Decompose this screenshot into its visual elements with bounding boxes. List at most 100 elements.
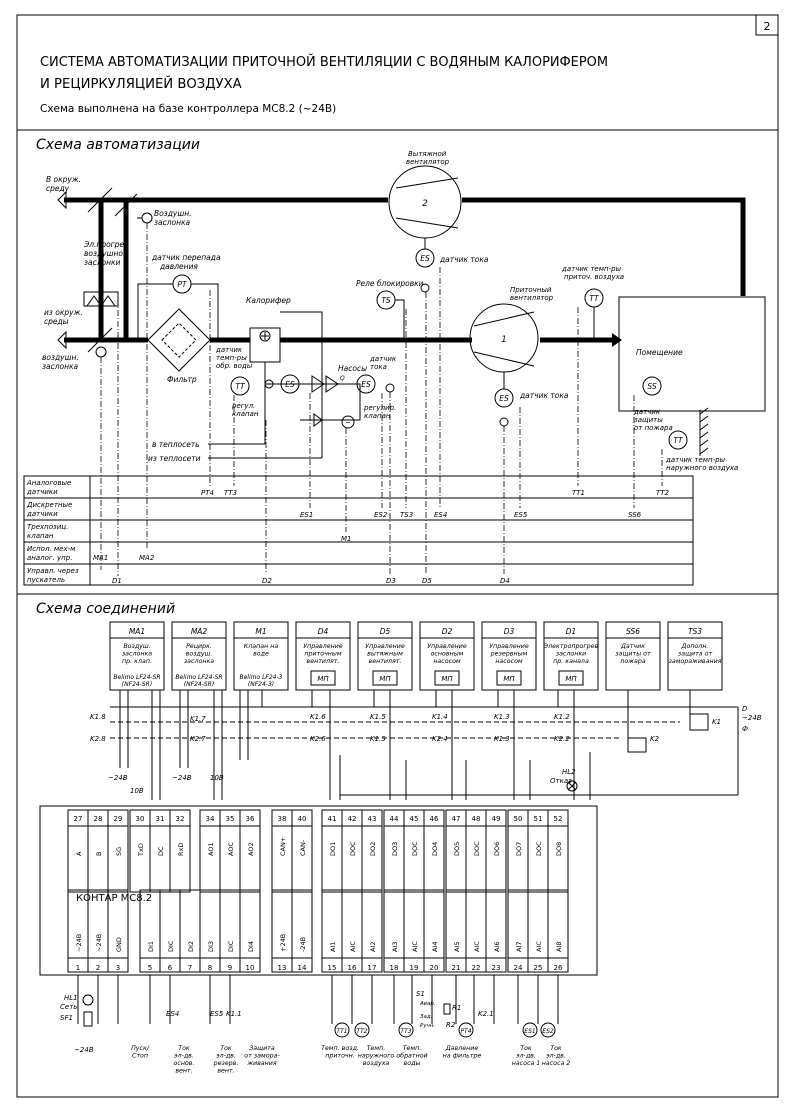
terminal-signal: RxD	[177, 843, 185, 856]
terminal-signal: DOC	[535, 841, 543, 856]
device-tag: D2	[442, 627, 453, 636]
bottom-caption: Защита	[249, 1045, 275, 1052]
filter-icon	[147, 308, 211, 372]
terminal-number: 40	[298, 815, 307, 823]
terminal-signal: AI7	[515, 942, 523, 953]
relay-k27: K2.7	[190, 735, 206, 743]
terminal-number: 9	[228, 964, 232, 972]
terminal-number: 49	[492, 815, 501, 823]
relay-k2-coil	[627, 737, 647, 753]
damper-sensor-label-1: Воздушн.	[154, 209, 192, 218]
row-starter-1: Управл. через	[27, 567, 79, 575]
terminal-signal: DI4	[247, 941, 255, 952]
device-tag: D5	[380, 627, 391, 636]
terminal-signal: AI3	[391, 942, 399, 953]
device-tag: D1	[566, 627, 577, 636]
field-sensor-es1: ES1	[522, 1022, 538, 1038]
terminal-signal: CAN-	[299, 839, 307, 856]
terminal-signal: AI8	[555, 942, 563, 953]
recirc-damper	[114, 193, 138, 217]
to-outside-label-1: В окруж.	[46, 175, 81, 184]
hl1-label: HL1	[64, 994, 78, 1002]
bottom-caption: вент.	[217, 1068, 234, 1075]
relay-k12: K1.2	[554, 713, 570, 721]
terminal-signal: AO1	[207, 842, 215, 856]
terminal-signal: DO7	[515, 842, 523, 856]
field-sensor-es2: ES2	[540, 1022, 556, 1038]
volt-10b: 10В	[210, 774, 224, 782]
relay-k17: K1.7	[190, 715, 206, 723]
terminal-signal: DC	[157, 846, 165, 856]
water-temp-label-3: обр. воды	[216, 362, 253, 370]
relay-k22: K2.2	[554, 735, 570, 743]
device-description: Управление	[303, 643, 343, 650]
starter-label: МП	[503, 675, 515, 683]
line-f: Ф	[742, 725, 748, 733]
device-description: вентилят.	[307, 658, 340, 665]
relay-k14: K1.4	[432, 713, 448, 721]
frost-label-3: от пожара	[634, 424, 673, 432]
avar-bottom: Авар.	[419, 1001, 436, 1007]
terminal-number: 50	[514, 815, 523, 823]
ts-label: TS	[381, 296, 391, 305]
relay-k13b: K1.3	[494, 735, 510, 743]
terminal-number: 15	[328, 964, 337, 972]
bottom-caption: живания	[246, 1060, 277, 1067]
inlet-damper	[87, 327, 113, 353]
pump-es-right-icon	[356, 374, 376, 394]
supply-arrow	[612, 333, 622, 347]
bottom-caption: Пуск/	[131, 1045, 150, 1052]
water-temp-label-1: датчик	[215, 346, 243, 354]
device-model: (NF24-SR)	[122, 681, 152, 688]
device-description: вентилят.	[369, 658, 402, 665]
terminal-number: 29	[114, 815, 123, 823]
device-description: резервным	[490, 651, 528, 658]
device-description: воде	[253, 651, 269, 658]
device-description: Рецирк.	[186, 643, 212, 650]
bottom-caption: эл-дв.	[174, 1053, 194, 1060]
relay-k28: K2.8	[90, 735, 106, 743]
terminal-signal: DOC	[349, 841, 357, 856]
bottom-caption: обратной	[396, 1052, 427, 1060]
reg-valve-label-1: регул.	[231, 402, 255, 410]
device-description: приточным	[304, 651, 342, 658]
svg-text:~: ~	[345, 419, 351, 427]
pump-1-icon	[311, 375, 325, 393]
pressure-sensor-label-1: датчик перепада	[151, 253, 221, 262]
row-3pos-1: Трехпозиц.	[27, 523, 68, 531]
fan-1-number: 1	[501, 335, 507, 345]
starter-label: МП	[441, 675, 453, 683]
tag-ss6: SS6	[628, 511, 642, 519]
k11-bottom: K1.1	[226, 1010, 242, 1018]
terminal-signal: DI1	[147, 941, 155, 952]
supply-fan-label-2: вентилятор	[510, 294, 554, 302]
bottom-caption: насоса 1	[512, 1060, 541, 1067]
subtitle: Схема выполнена на базе контроллера МС8.…	[40, 103, 336, 115]
bottom-caption: Ток	[220, 1045, 232, 1052]
terminal-signal: GND	[115, 937, 123, 952]
starter-label: МП	[317, 675, 329, 683]
terminal-number: 46	[430, 815, 439, 823]
device-description: Клапан на	[244, 643, 279, 650]
reg-valve-label-2: клапан	[232, 410, 259, 418]
bottom-caption: Давление	[445, 1045, 479, 1052]
bottom-caption: эл-дв.	[516, 1053, 536, 1060]
terminal-number: 34	[206, 815, 215, 823]
terminal-number: 6	[168, 964, 173, 972]
field-sensor-tt1: TT1	[334, 1022, 350, 1038]
air-damper-label-1: воздушн.	[42, 353, 79, 362]
device-description: насосом	[495, 658, 523, 665]
terminal-number: 35	[226, 815, 235, 823]
title-line-2: И РЕЦИРКУЛЯЦИЕЙ ВОЗДУХА	[40, 74, 242, 92]
pump-2-icon	[325, 375, 339, 393]
pump-q-label: Q	[340, 375, 345, 382]
device-description: защиты от	[615, 651, 651, 658]
